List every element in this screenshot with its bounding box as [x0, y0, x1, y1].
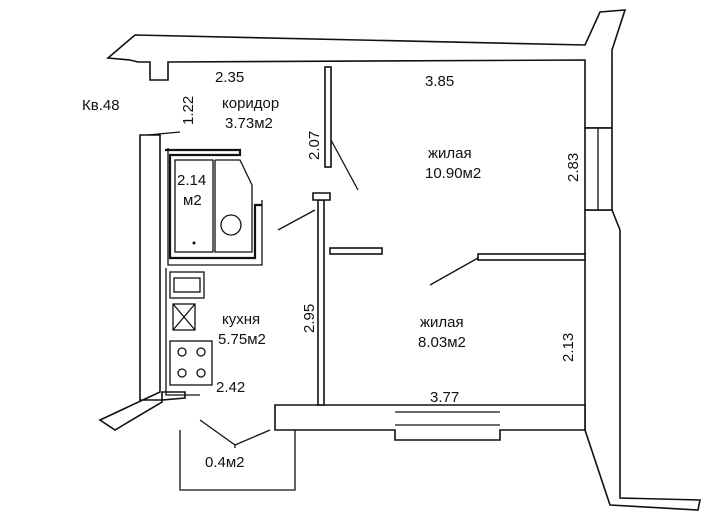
living-large-width: 3.85 [425, 73, 454, 90]
balcony [179, 419, 296, 491]
living-small-area: 8.03м2 [418, 334, 466, 351]
kitchen-fixtures [165, 268, 213, 396]
exterior-walls [98, 9, 701, 511]
kitchen-width: 2.42 [216, 379, 245, 396]
kitchen-depth: 2.95 [301, 304, 318, 333]
living-large-depth: 2.83 [565, 153, 582, 182]
bathroom-area-value: 2.14 [177, 172, 206, 189]
living-large-name: жилая [428, 145, 472, 162]
bathroom-area-unit: м2 [183, 192, 202, 209]
living-small-depth: 2.13 [560, 333, 577, 362]
kitchen-area: 5.75м2 [218, 331, 266, 348]
corridor-depth: 1.22 [180, 96, 197, 125]
balcony-area: 0.4м2 [205, 454, 245, 471]
living-large-door-wall: 2.07 [306, 131, 323, 160]
living-small-name: жилая [420, 314, 464, 331]
corridor-name: коридор [222, 95, 279, 112]
corridor-width: 2.35 [215, 69, 244, 86]
living-large-area: 10.90м2 [425, 165, 481, 182]
interior-walls [147, 66, 586, 406]
apartment-label: Кв.48 [82, 97, 120, 114]
living-small-width: 3.77 [430, 389, 459, 406]
kitchen-name: кухня [222, 311, 260, 328]
bathroom-fixtures [165, 148, 263, 266]
corridor-area: 3.73м2 [225, 115, 273, 132]
